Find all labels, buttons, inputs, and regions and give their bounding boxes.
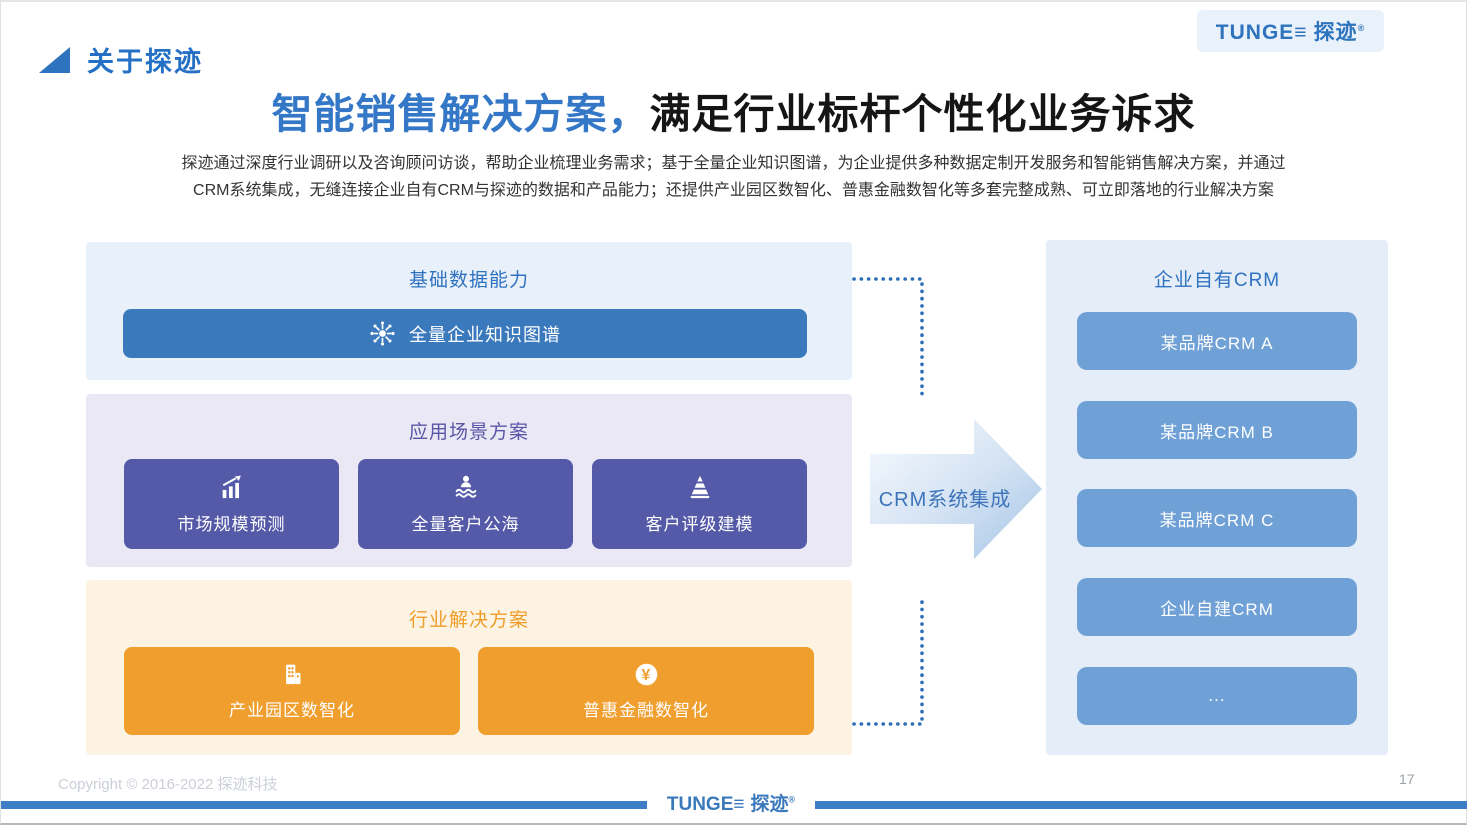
industrial-park-icon xyxy=(285,664,300,685)
inclusive-finance-card: ¥ 普惠金融数智化 xyxy=(478,647,814,735)
customer-pool-label: 全量客户公海 xyxy=(411,515,520,534)
footer-registered-mark-icon: ® xyxy=(788,794,796,805)
footer-logo-cn: 探迹 xyxy=(750,794,789,815)
market-forecast-icon xyxy=(222,475,241,499)
panel-industry-title: 行业解决方案 xyxy=(408,610,529,631)
crm-integration-label: CRM系统集成 xyxy=(878,489,1012,511)
crm-brand-b-chip: 某品牌CRM B xyxy=(1077,401,1357,459)
apps-row: 市场规模预测 全量客户公海 客户评级建模 xyxy=(124,459,807,549)
section-label: 关于探迹 xyxy=(87,47,203,77)
customer-rating-card: 客户评级建模 xyxy=(592,459,807,549)
footer-brand-logo: TUNGE≡探迹® xyxy=(647,789,815,816)
inclusive-finance-icon: ¥ xyxy=(635,663,657,686)
market-forecast-card: 市场规模预测 xyxy=(124,459,339,549)
page-number: 17 xyxy=(1399,771,1415,787)
knowledge-graph-label: 全量企业知识图谱 xyxy=(409,324,561,345)
tungee-logo: TUNGE≡探迹® xyxy=(1216,16,1365,46)
customer-rating-label: 客户评级建模 xyxy=(645,515,754,534)
customer-pool-icon xyxy=(455,475,476,498)
knowledge-graph-icon xyxy=(370,321,395,346)
inclusive-finance-label: 普惠金融数智化 xyxy=(583,701,709,720)
page-title-rest: 满足行业标杆个性化业务诉求 xyxy=(649,91,1196,137)
market-forecast-label: 市场规模预测 xyxy=(177,515,286,534)
panel-application-scenarios: 应用场景方案 市场规模预测 全量客户公海 xyxy=(86,394,852,567)
description-line-1: 探迹通过深度行业调研以及咨询顾问访谈，帮助企业梳理业务需求；基于全量企业知识图谱… xyxy=(181,155,1286,172)
footer-tungee-logo: TUNGE≡探迹® xyxy=(667,794,795,815)
brand-logo-badge: TUNGE≡探迹® xyxy=(1197,10,1384,52)
page-title: 智能销售解决方案，满足行业标杆个性化业务诉求 xyxy=(1,80,1466,140)
crm-self-built-chip: 企业自建CRM xyxy=(1077,578,1357,636)
panel-own-crm: 企业自有CRM 某品牌CRM A 某品牌CRM B 某品牌CRM C 企业自建C… xyxy=(1046,240,1388,755)
dotted-connector-bottom xyxy=(852,598,924,726)
triangle-bullet-icon xyxy=(39,46,70,73)
industry-row: 产业园区数智化 ¥ 普惠金融数智化 xyxy=(124,647,814,735)
customer-rating-icon xyxy=(690,475,709,499)
crm-panel-title: 企业自有CRM xyxy=(1153,270,1281,291)
industrial-park-card: 产业园区数智化 xyxy=(124,647,460,735)
bottom-bar-left xyxy=(1,801,647,809)
customer-pool-card: 全量客户公海 xyxy=(358,459,573,549)
logo-cn: 探迹 xyxy=(1313,21,1358,44)
page-title-highlight: 智能销售解决方案， xyxy=(271,91,650,137)
bottom-bar-right xyxy=(815,801,1467,809)
industrial-park-label: 产业园区数智化 xyxy=(229,701,355,720)
panel-apps-title: 应用场景方案 xyxy=(408,422,529,443)
crm-brand-a-chip: 某品牌CRM A xyxy=(1077,312,1357,370)
knowledge-graph-chip: 全量企业知识图谱 xyxy=(123,309,807,358)
logo-latin: TUNGE≡ xyxy=(1215,21,1308,44)
dotted-connector-top xyxy=(852,277,924,398)
panel-industry-solutions: 行业解决方案 产业园区数智化 ¥ xyxy=(86,580,852,755)
description-line-2: CRM系统集成，无缝连接企业自有CRM与探迹的数据和产品能力；还提供产业园区数智… xyxy=(193,182,1274,199)
section-header: 关于探迹 xyxy=(39,40,203,79)
panel-basic-data: 基础数据能力 全量企业知识图谱 xyxy=(86,242,852,380)
panel-basic-title: 基础数据能力 xyxy=(408,270,529,291)
footer-logo-latin: TUNGE≡ xyxy=(666,794,745,815)
crm-brand-c-chip: 某品牌CRM C xyxy=(1077,489,1357,547)
registered-mark-icon: ® xyxy=(1357,23,1366,33)
yen-symbol: ¥ xyxy=(641,667,651,684)
page-description: 探迹通过深度行业调研以及咨询顾问访谈，帮助企业梳理业务需求；基于全量企业知识图谱… xyxy=(1,150,1466,204)
copyright-text: Copyright © 2016-2022 探迹科技 xyxy=(58,776,278,793)
crm-more-chip: ... xyxy=(1077,667,1357,725)
